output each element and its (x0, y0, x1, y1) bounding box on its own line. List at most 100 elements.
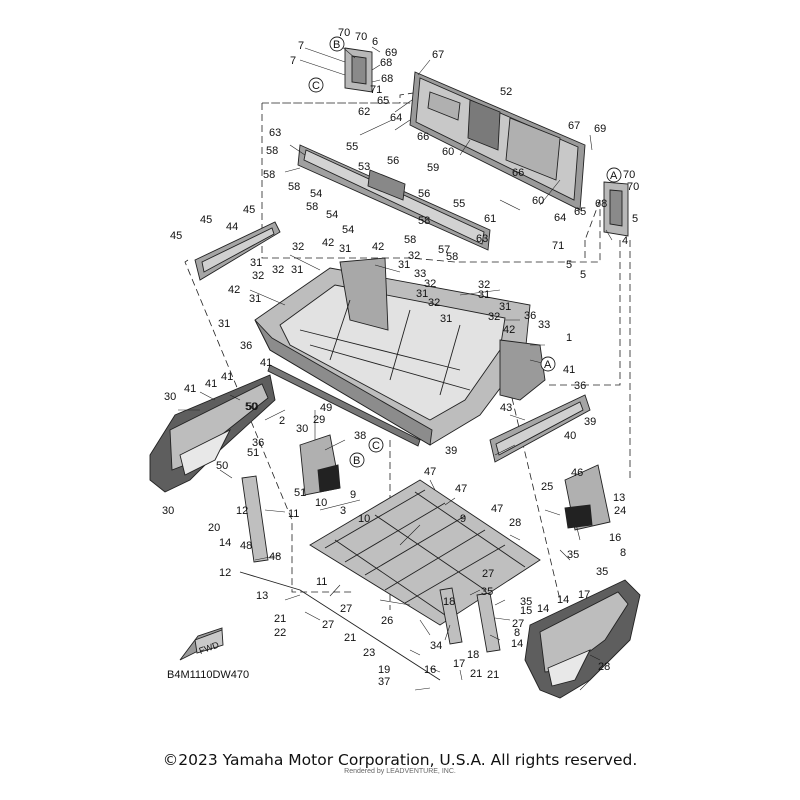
part-label[interactable]: 32 (478, 279, 490, 291)
part-label[interactable]: 32 (488, 311, 500, 323)
part-label[interactable]: 55 (453, 198, 465, 210)
part-label[interactable]: 31 (440, 313, 452, 325)
part-label[interactable]: 49 (320, 402, 332, 414)
part-label[interactable]: 36 (524, 310, 536, 322)
part-label[interactable]: 35 (567, 549, 579, 561)
part-label[interactable]: 12 (219, 567, 231, 579)
part-label[interactable]: 37 (378, 676, 390, 688)
part-label[interactable]: 10 (358, 513, 370, 525)
part-label[interactable]: 36 (574, 380, 586, 392)
part-label[interactable]: 52 (500, 86, 512, 98)
part-label[interactable]: 30 (296, 423, 308, 435)
part-label[interactable]: 63 (476, 233, 488, 245)
part-label[interactable]: 68 (380, 57, 392, 69)
part-label[interactable]: 50 (245, 401, 257, 413)
part-label[interactable]: 16 (609, 532, 621, 544)
part-label[interactable]: 36 (240, 340, 252, 352)
part-label[interactable]: 50 (246, 401, 258, 413)
part-label[interactable]: 31 (249, 293, 261, 305)
part-label[interactable]: 61 (484, 213, 496, 225)
part-label[interactable]: 8 (620, 547, 626, 559)
part-label[interactable]: 24 (614, 505, 626, 517)
part-label[interactable]: 53 (358, 161, 370, 173)
part-label[interactable]: 68 (381, 73, 393, 85)
part-label[interactable]: 10 (315, 497, 327, 509)
part-label[interactable]: 19 (378, 664, 390, 676)
part-label[interactable]: 30 (162, 505, 174, 517)
part-label[interactable]: 31 (398, 259, 410, 271)
part-label[interactable]: 35 (596, 566, 608, 578)
part-label[interactable]: 31 (416, 288, 428, 300)
part-label[interactable]: 28 (509, 517, 521, 529)
part-label[interactable]: 36 (252, 437, 264, 449)
part-label[interactable]: 42 (372, 241, 384, 253)
part-label[interactable]: 2 (279, 415, 285, 427)
part-label[interactable]: 14 (557, 594, 569, 606)
part-label[interactable]: 54 (342, 224, 354, 236)
part-label[interactable]: 46 (571, 467, 583, 479)
part-label[interactable]: 65 (377, 95, 389, 107)
part-label[interactable]: 27 (512, 618, 524, 630)
part-label[interactable]: 32 (408, 250, 420, 262)
part-label[interactable]: 20 (208, 522, 220, 534)
part-label[interactable]: 7 (290, 55, 296, 67)
part-label[interactable]: 25 (541, 481, 553, 493)
part-label[interactable]: 56 (387, 155, 399, 167)
part-label[interactable]: 41 (260, 357, 272, 369)
part-label[interactable]: 31 (250, 257, 262, 269)
part-label[interactable]: 41 (563, 364, 575, 376)
part-label[interactable]: 28 (598, 661, 610, 673)
part-label[interactable]: 71 (370, 84, 382, 96)
part-label[interactable]: 12 (236, 505, 248, 517)
part-label[interactable]: 26 (381, 615, 393, 627)
part-label[interactable]: 47 (491, 503, 503, 515)
part-label[interactable]: 31 (499, 301, 511, 313)
part-label[interactable]: 66 (417, 131, 429, 143)
part-label[interactable]: 57 (438, 244, 450, 256)
part-label[interactable]: 68 (595, 198, 607, 210)
part-label[interactable]: 42 (228, 284, 240, 296)
part-label[interactable]: 58 (404, 234, 416, 246)
part-label[interactable]: 11 (316, 576, 327, 588)
part-label[interactable]: 39 (445, 445, 457, 457)
part-label[interactable]: 13 (613, 492, 625, 504)
part-label[interactable]: 29 (313, 414, 325, 426)
part-label[interactable]: 67 (432, 49, 444, 61)
part-label[interactable]: 58 (446, 251, 458, 263)
part-label[interactable]: 51 (247, 447, 259, 459)
part-label[interactable]: 54 (310, 188, 322, 200)
part-label[interactable]: 18 (443, 596, 455, 608)
part-label[interactable]: 42 (322, 237, 334, 249)
part-label[interactable]: 55 (346, 141, 358, 153)
part-label[interactable]: 15 (520, 605, 532, 617)
part-label[interactable]: 41 (184, 383, 196, 395)
part-label[interactable]: 39 (584, 416, 596, 428)
part-label[interactable]: 31 (291, 264, 303, 276)
part-label[interactable]: 31 (339, 243, 351, 255)
part-label[interactable]: 5 (632, 213, 638, 225)
part-label[interactable]: 11 (288, 508, 299, 520)
part-label[interactable]: 47 (424, 466, 436, 478)
part-label[interactable]: 6 (372, 36, 378, 48)
part-label[interactable]: 70 (623, 169, 635, 181)
part-label[interactable]: 23 (363, 647, 375, 659)
part-label[interactable]: 54 (326, 209, 338, 221)
part-label[interactable]: 9 (460, 513, 466, 525)
part-label[interactable]: 1 (566, 332, 572, 344)
part-label[interactable]: 45 (243, 204, 255, 216)
part-label[interactable]: 14 (219, 537, 231, 549)
part-label[interactable]: 67 (568, 120, 580, 132)
part-label[interactable]: 64 (390, 112, 402, 124)
part-label[interactable]: 58 (266, 145, 278, 157)
part-label[interactable]: 34 (430, 640, 442, 652)
part-label[interactable]: 62 (358, 106, 370, 118)
part-label[interactable]: 31 (218, 318, 230, 330)
part-label[interactable]: 5 (580, 269, 586, 281)
part-label[interactable]: 35 (481, 586, 493, 598)
part-label[interactable]: 43 (500, 402, 512, 414)
part-label[interactable]: 32 (428, 297, 440, 309)
part-label[interactable]: 47 (455, 483, 467, 495)
part-label[interactable]: 69 (385, 47, 397, 59)
part-label[interactable]: 7 (298, 40, 304, 52)
part-label[interactable]: 60 (442, 146, 454, 158)
